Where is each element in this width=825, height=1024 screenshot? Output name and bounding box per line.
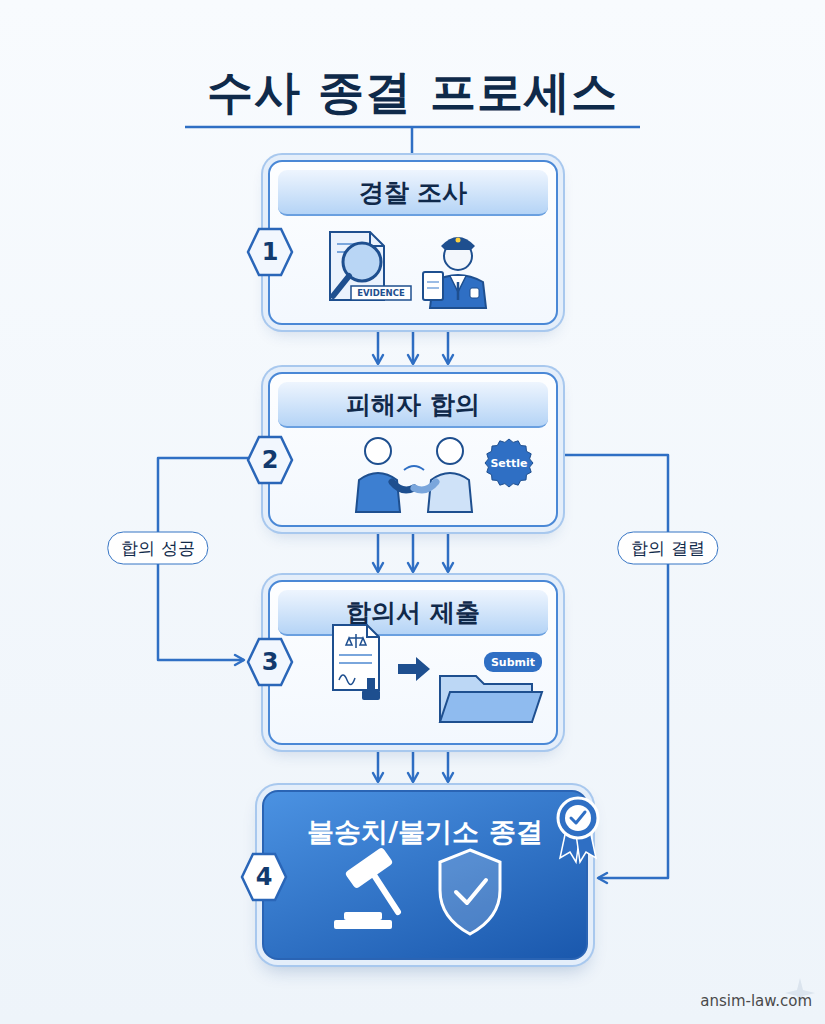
folder-front (440, 692, 542, 722)
hexagon-shape (248, 639, 292, 685)
process-box: 합의서 제출3Submit (268, 580, 558, 745)
settle-seal: Settle (484, 438, 534, 488)
person-body (356, 473, 400, 512)
box-heading: 불송치/불기소 종결 (264, 814, 586, 850)
submit-tag: Submit (484, 652, 542, 672)
flow-connector (378, 534, 448, 572)
folder-back (440, 676, 532, 722)
seal-stamp (362, 690, 380, 700)
ribbon-center (565, 805, 591, 831)
final-box: 불송치/불기소 종결4 (262, 790, 588, 960)
person-head (365, 438, 391, 464)
flow-connector (378, 752, 448, 782)
gavel-block (344, 912, 382, 920)
connector-line (158, 458, 268, 660)
officer-cap (441, 237, 475, 250)
gavel-handle (372, 872, 398, 912)
agreement-document (333, 625, 379, 690)
connector-line (412, 534, 415, 572)
hexagon-shape (248, 437, 292, 483)
person-arm (392, 482, 414, 490)
officer-badge (470, 288, 479, 298)
signature-mark (339, 675, 355, 685)
connector-line (377, 534, 380, 572)
step-number: 2 (247, 436, 293, 484)
step-badge: 3 (247, 638, 293, 686)
handshake-spark (404, 466, 424, 470)
person-body (428, 473, 472, 512)
box-heading: 피해자 합의 (278, 382, 548, 428)
document-fold (367, 625, 379, 637)
connector-line (447, 752, 450, 782)
connector-line (447, 534, 450, 572)
ribbon-tail (576, 830, 596, 862)
process-box: 피해자 합의2Settle (268, 372, 558, 527)
ribbon-badge (558, 798, 598, 838)
shield-icon (440, 850, 500, 934)
connector-line (412, 332, 415, 364)
title-stem (411, 127, 414, 154)
document-line (337, 251, 372, 253)
magnifier-handle (333, 276, 349, 296)
hexagon-shape (248, 229, 292, 275)
shield-check (456, 880, 486, 903)
officer-tie (457, 282, 460, 300)
step-badge: 4 (241, 853, 287, 901)
tag-text: Submit (484, 652, 542, 672)
person-head (437, 438, 463, 464)
connector-line (447, 332, 450, 364)
cap-badge (456, 238, 461, 243)
connector-line (377, 752, 380, 782)
box-heading: 합의서 제출 (278, 590, 548, 636)
step-number: 3 (247, 638, 293, 686)
flow-connector (158, 458, 268, 660)
document-line (339, 662, 372, 664)
officer-head (444, 242, 472, 270)
box-heading: 경찰 조사 (278, 170, 548, 216)
watermark: ansim-law.com (672, 992, 812, 1010)
clipboard-line (427, 281, 439, 283)
tag-text: Settle (484, 438, 534, 488)
submit-arrow (398, 657, 430, 681)
clipboard-icon (423, 272, 443, 300)
process-box: 경찰 조사1 (268, 160, 558, 325)
sparkle-icon (785, 978, 815, 1008)
flow-connector (378, 332, 448, 364)
connector-line (412, 752, 415, 782)
document-line (337, 243, 362, 245)
step-badge: 2 (247, 436, 293, 484)
document-line (339, 654, 372, 656)
officer-collar (450, 276, 466, 292)
tab-shape (484, 652, 542, 672)
gavel-head (344, 847, 393, 890)
ribbon-check (571, 812, 585, 823)
person-arm (414, 482, 436, 490)
step-number: 4 (241, 853, 287, 901)
connector-line (377, 332, 380, 364)
seal-handle (367, 678, 375, 690)
scale-icon (346, 634, 366, 648)
seal-shape (485, 439, 533, 487)
evidence-stamp (351, 286, 411, 300)
step-number: 1 (247, 228, 293, 276)
document-fold (370, 232, 384, 246)
hexagon-shape (242, 854, 286, 900)
magnifier-lens (343, 243, 381, 281)
gavel-base (334, 920, 392, 929)
step-badge: 1 (247, 228, 293, 276)
document-icon (330, 232, 384, 300)
clipboard-line (427, 287, 439, 289)
ribbon-tail (560, 830, 580, 862)
diagram-title: 수사 종결 프로세스 (0, 62, 825, 124)
officer-body (430, 275, 486, 308)
